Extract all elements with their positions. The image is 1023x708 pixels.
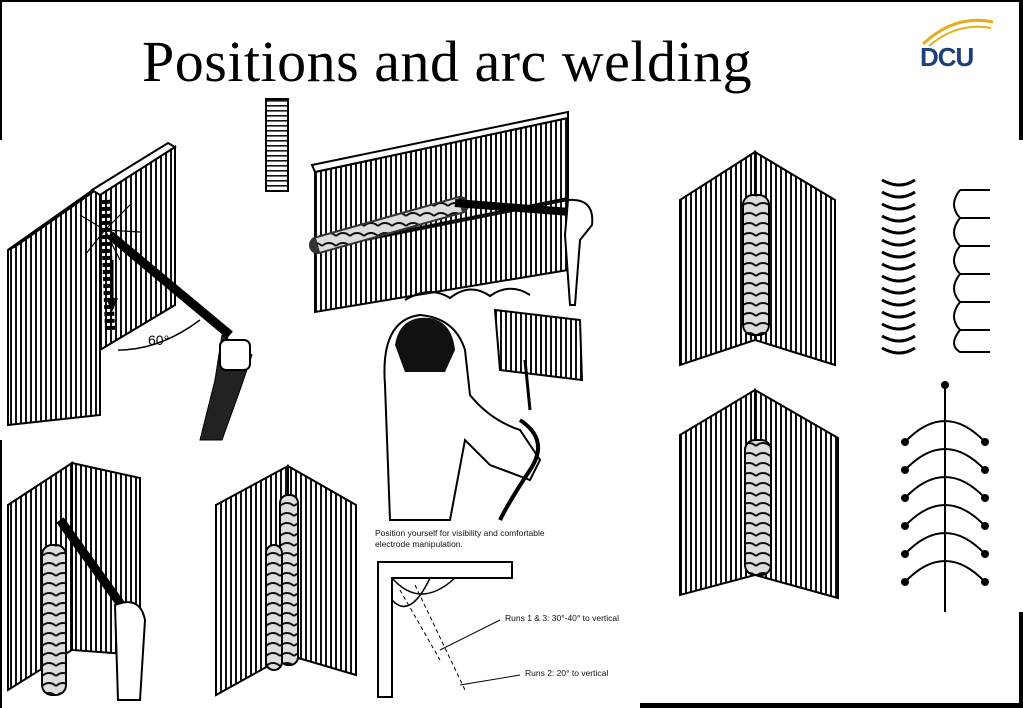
figure-rod: [265, 98, 289, 192]
weave-pattern-loop: [953, 189, 990, 353]
figure-vertical-weld: 60°: [7, 141, 253, 441]
weave-pattern-tree: [901, 381, 989, 612]
frame-right-top: [1019, 0, 1023, 140]
frame-left-bottom: [0, 440, 2, 708]
frame-left-top: [0, 0, 2, 140]
runs-2-label: Runs 2: 20° to vertical: [525, 668, 609, 678]
position-caption: Position yourself for visibility and com…: [375, 528, 545, 549]
slide-title: Positions and arc welding: [142, 29, 753, 94]
dcu-logo-text: DCU: [920, 42, 974, 72]
figure-corner-weld-top: [679, 150, 836, 367]
figure-corner-weld-bottom: [679, 388, 839, 600]
frame-right-bottom: [1019, 612, 1023, 708]
figure-horizontal-weld: [309, 110, 594, 314]
figure-corner-weld-electrode: [7, 461, 147, 701]
dcu-logo-swoosh-icon: [921, 18, 994, 47]
figure-fillet-diagram: [377, 561, 521, 698]
figure-welder: [383, 308, 584, 521]
figure-multi-run: [215, 464, 357, 697]
angle-label: 60°: [148, 332, 169, 348]
frame-top: [0, 0, 1023, 2]
weave-pattern-zigzag: [881, 178, 916, 355]
runs-1-3-label: Runs 1 & 3: 30°-40° to vertical: [505, 613, 620, 623]
frame-bottom: [640, 703, 1023, 708]
